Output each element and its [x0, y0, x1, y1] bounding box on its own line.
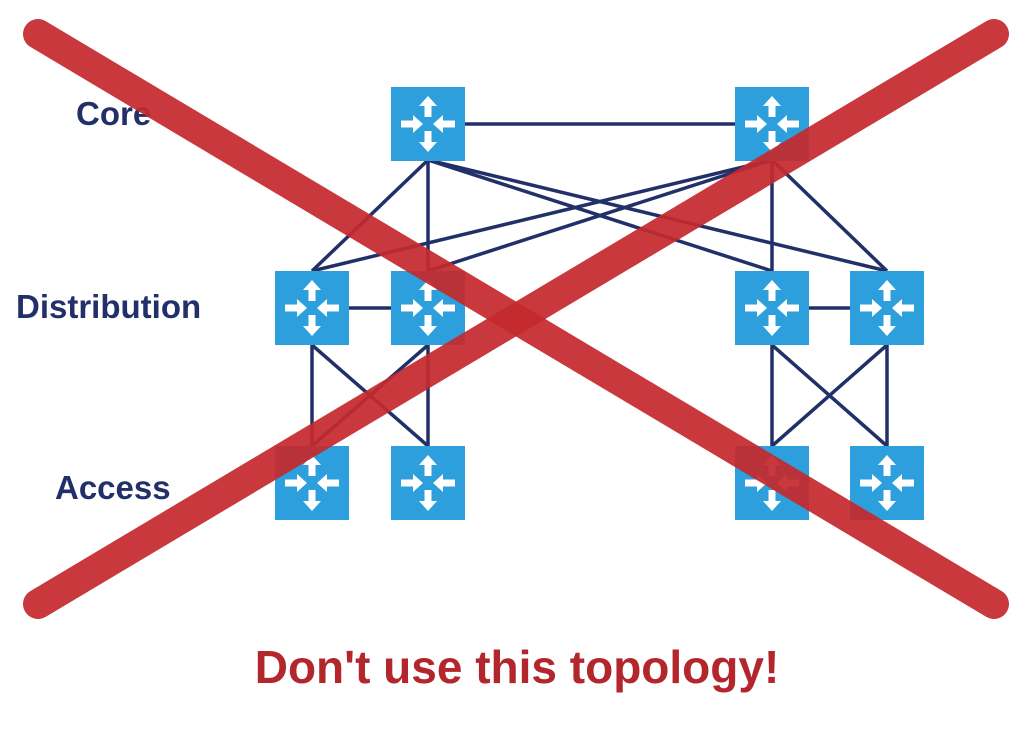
router-icon-core-left	[391, 87, 465, 161]
link-coreL-dist4	[427, 158, 888, 273]
router-icon-distribution-4	[850, 271, 924, 345]
link-coreR-dist4	[770, 158, 889, 273]
cross-line-2	[23, 19, 1009, 619]
warning-caption: Don't use this topology!	[255, 641, 780, 693]
link-dist4-acc3	[770, 343, 889, 448]
router-icon-distribution-3	[735, 271, 809, 345]
router-icon-distribution-1	[275, 271, 349, 345]
tier-label-distribution: Distribution	[16, 288, 201, 325]
link-coreR-dist2	[427, 158, 773, 273]
cross-out-icon	[23, 19, 1009, 619]
tier-label-access: Access	[55, 469, 171, 506]
router-icon-access-2	[391, 446, 465, 520]
